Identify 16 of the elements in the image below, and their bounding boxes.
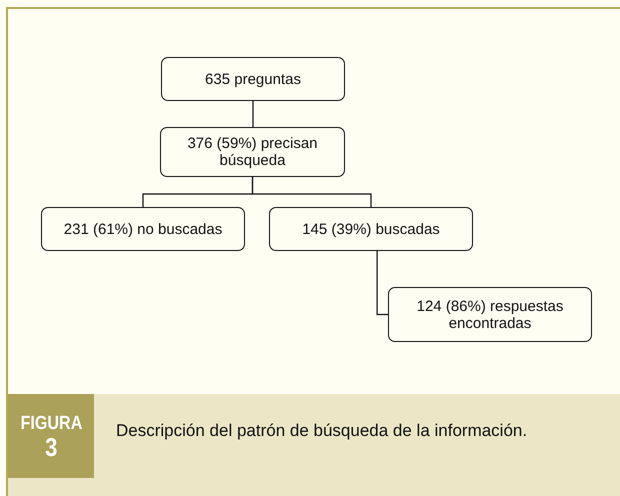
connector-line	[376, 251, 388, 316]
node-text: 124 (86%) respuestas encontradas	[416, 298, 564, 332]
rounded-box	[160, 127, 345, 177]
figure-label: 3	[44, 435, 58, 459]
node-text: 635 preguntas	[205, 70, 301, 88]
rounded-box	[161, 57, 345, 101]
connector-line	[252, 177, 372, 207]
rounded-box	[269, 207, 473, 251]
figure-label: FIGURA	[20, 413, 82, 435]
connector-line	[252, 101, 254, 127]
rounded-box	[388, 287, 592, 342]
node-text: 231 (61%) no buscadas	[64, 220, 222, 238]
node-text: 376 (59%) precisan búsqueda	[186, 135, 319, 169]
rounded-box	[41, 207, 245, 251]
node-text: 145 (39%) buscadas	[302, 220, 440, 238]
caption-text: Descripción del patrón de búsqueda de la información.	[116, 420, 528, 441]
